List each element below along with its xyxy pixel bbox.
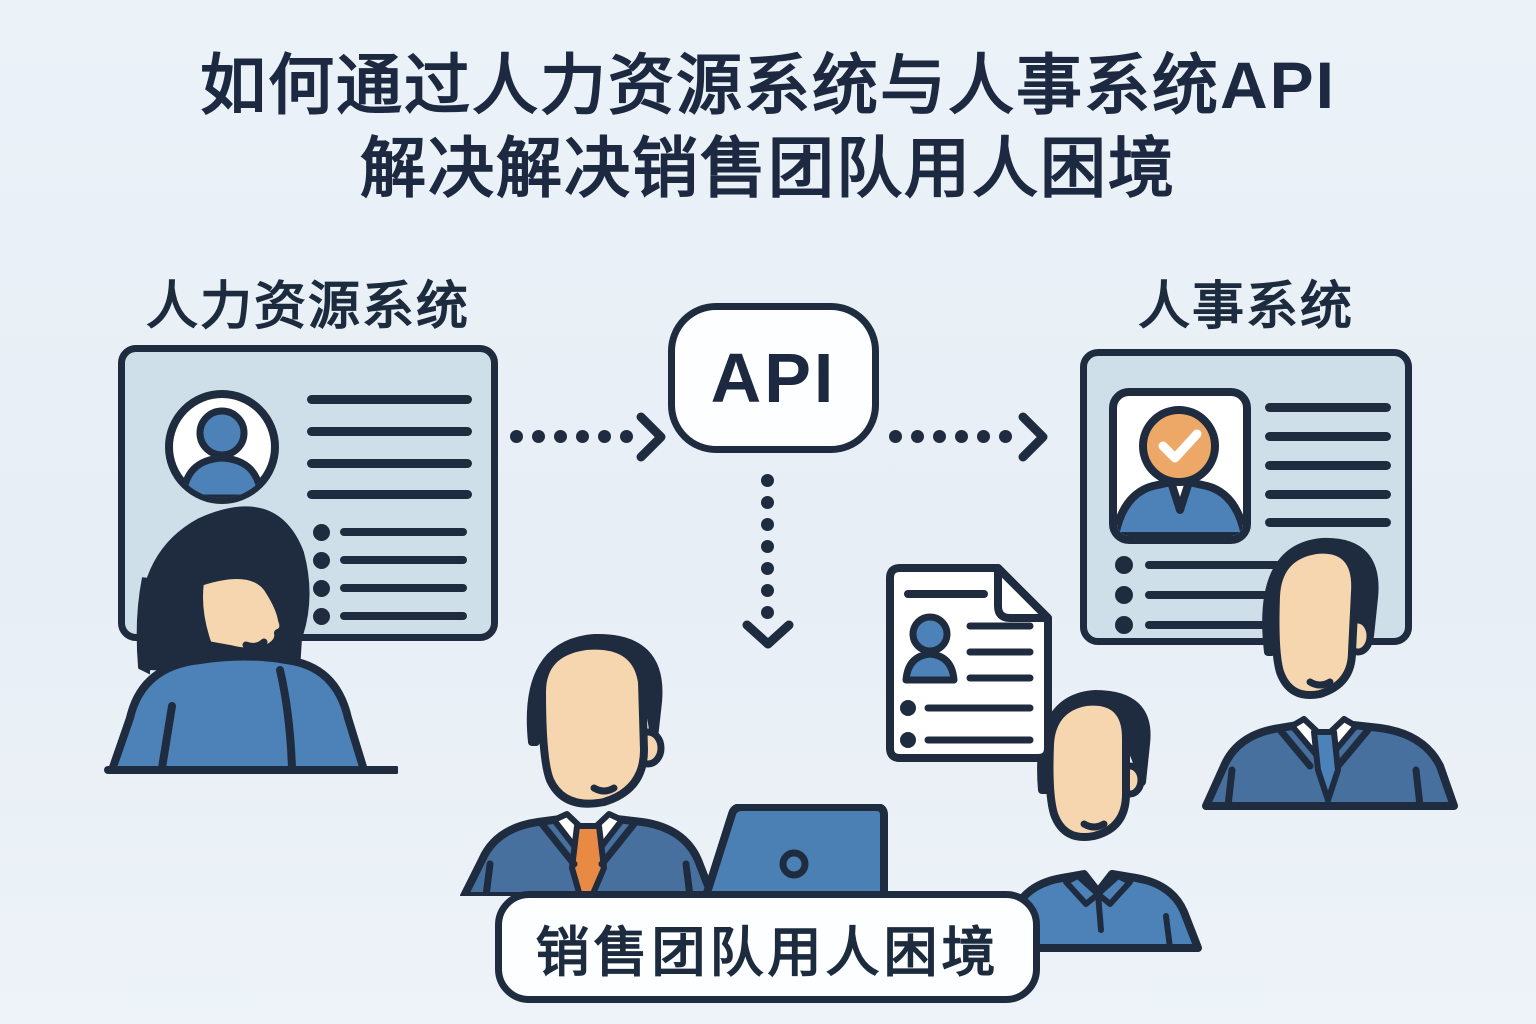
card-text-line bbox=[307, 395, 472, 404]
dilemma-label: 销售团队用人困境 bbox=[535, 922, 1000, 983]
user-avatar-icon bbox=[165, 390, 279, 504]
api-label: API bbox=[710, 339, 837, 417]
personnel-system-label: 人事系统 bbox=[1137, 278, 1354, 336]
arrow-head-down-icon bbox=[742, 620, 794, 649]
dotted-arrow-api-down bbox=[761, 474, 774, 619]
checkmark-icon bbox=[1158, 429, 1202, 463]
casual-employee-figure bbox=[996, 690, 1202, 952]
card-bullet bbox=[1115, 616, 1133, 634]
laptop-icon bbox=[702, 804, 888, 900]
verified-photo-icon bbox=[1109, 388, 1251, 544]
dotted-arrow-api-to-personnel bbox=[889, 430, 1012, 443]
title-line-2: 解决解决销售团队用人困境 bbox=[360, 131, 1176, 206]
resume-document-icon bbox=[886, 564, 1052, 762]
page-title: 如何通过人力资源系统与人事系统API 解决解决销售团队用人困境 bbox=[0, 44, 1536, 210]
arrow-head-right-icon bbox=[1018, 412, 1048, 462]
dilemma-box: 销售团队用人困境 bbox=[495, 891, 1040, 1003]
title-line-1: 如何通过人力资源系统与人事系统API bbox=[199, 48, 1337, 122]
card-text-line bbox=[307, 490, 472, 499]
card-bullet-line bbox=[340, 528, 467, 536]
card-bullet bbox=[1115, 556, 1133, 574]
card-bullet-line bbox=[340, 584, 467, 592]
card-bullet-line bbox=[1145, 621, 1315, 629]
card-text-line bbox=[1265, 518, 1391, 527]
card-bullet-line bbox=[1145, 561, 1337, 569]
card-bullet-line bbox=[1145, 591, 1337, 599]
card-text-line bbox=[1265, 403, 1391, 412]
tie bbox=[1311, 729, 1341, 803]
card-text-line bbox=[307, 427, 472, 436]
card-text-line bbox=[1265, 461, 1391, 470]
card-bullet bbox=[313, 524, 330, 541]
hr-system-label: 人力资源系统 bbox=[145, 278, 470, 336]
card-text-line bbox=[1265, 490, 1391, 499]
card-bullet bbox=[313, 580, 330, 597]
dotted-arrow-hr-to-api bbox=[510, 430, 633, 443]
sales-manager-figure bbox=[460, 633, 716, 896]
card-bullet-line bbox=[340, 556, 467, 564]
card-text-line bbox=[307, 459, 472, 468]
api-node: API bbox=[668, 303, 879, 453]
card-bullet bbox=[313, 552, 330, 569]
orange-tie bbox=[569, 823, 607, 896]
card-bullet bbox=[313, 608, 330, 625]
card-bullet-line bbox=[340, 612, 467, 620]
hr-woman-figure bbox=[104, 506, 398, 774]
card-text-line bbox=[1265, 432, 1391, 441]
arrow-head-right-icon bbox=[636, 412, 666, 462]
card-bullet bbox=[1115, 586, 1133, 604]
suited-employee-figure bbox=[1202, 537, 1458, 810]
